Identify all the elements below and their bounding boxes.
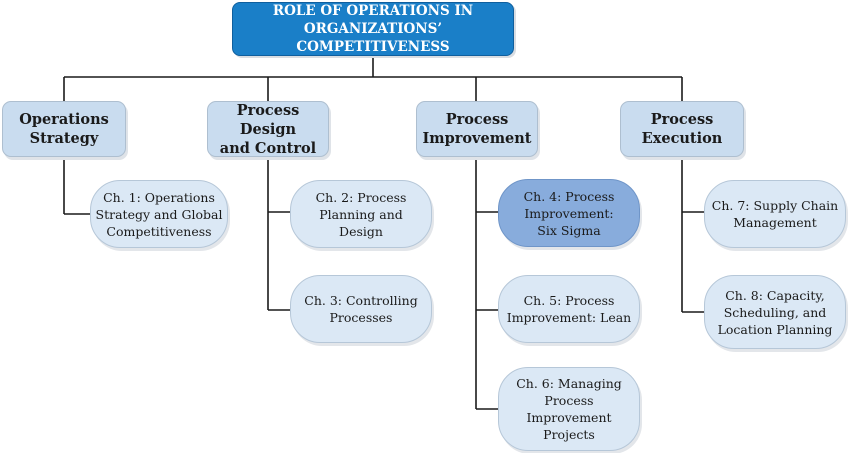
chapter-5-node: Ch. 5: Process Improvement: Lean bbox=[498, 275, 640, 343]
diagram-title-box: ROLE OF OPERATIONS IN ORGANIZATIONS’ COM… bbox=[232, 2, 514, 56]
category-process-improvement: Process Improvement bbox=[416, 101, 538, 157]
chapter-6-node: Ch. 6: Managing Process Improvement Proj… bbox=[498, 367, 640, 451]
chapter-3-node: Ch. 3: Controlling Processes bbox=[290, 275, 432, 343]
chapter-1-node: Ch. 1: Operations Strategy and Global Co… bbox=[90, 180, 228, 248]
category-process-execution: Process Execution bbox=[620, 101, 744, 157]
category-operations-strategy: Operations Strategy bbox=[2, 101, 126, 157]
category-process-design-control: Process Design and Control bbox=[207, 101, 329, 157]
chapter-4-node-highlighted: Ch. 4: Process Improvement: Six Sigma bbox=[498, 179, 640, 247]
chapter-7-node: Ch. 7: Supply Chain Management bbox=[704, 180, 846, 248]
chapter-2-node: Ch. 2: Process Planning and Design bbox=[290, 180, 432, 248]
chapter-8-node: Ch. 8: Capacity, Scheduling, and Locatio… bbox=[704, 275, 846, 349]
